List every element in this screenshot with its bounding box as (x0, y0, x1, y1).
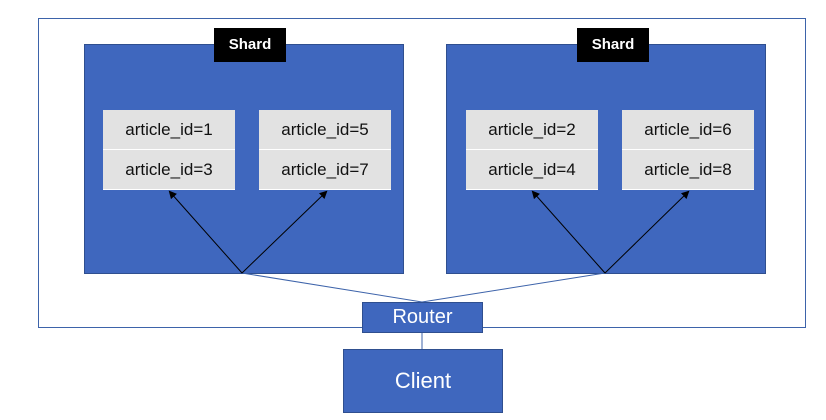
router-to-shard-2-line (421, 272, 606, 303)
article-cell: article_id=4 (466, 150, 598, 190)
arrow-to-shard-2-col-1 (531, 190, 606, 274)
shard-2-label: Shard (577, 28, 649, 62)
article-cell: article_id=8 (622, 150, 754, 190)
article-cell: article_id=7 (259, 150, 391, 190)
article-cell: article_id=1 (103, 110, 235, 150)
shard-2-column-2: article_id=6 article_id=8 (622, 110, 754, 190)
arrow-to-shard-2-col-2 (604, 190, 690, 274)
article-cell: article_id=3 (103, 150, 235, 190)
article-cell: article_id=2 (466, 110, 598, 150)
shard-1-label: Shard (214, 28, 286, 62)
arrow-to-shard-1-col-1 (168, 190, 243, 274)
router-to-shard-1-line (241, 272, 423, 303)
shard-2-column-1: article_id=2 article_id=4 (466, 110, 598, 190)
article-cell: article_id=6 (622, 110, 754, 150)
client-box: Client (343, 349, 503, 413)
shard-1-column-1: article_id=1 article_id=3 (103, 110, 235, 190)
shard-1-column-2: article_id=5 article_id=7 (259, 110, 391, 190)
arrow-to-shard-1-col-2 (241, 190, 328, 274)
article-cell: article_id=5 (259, 110, 391, 150)
router-box: Router (362, 302, 483, 333)
